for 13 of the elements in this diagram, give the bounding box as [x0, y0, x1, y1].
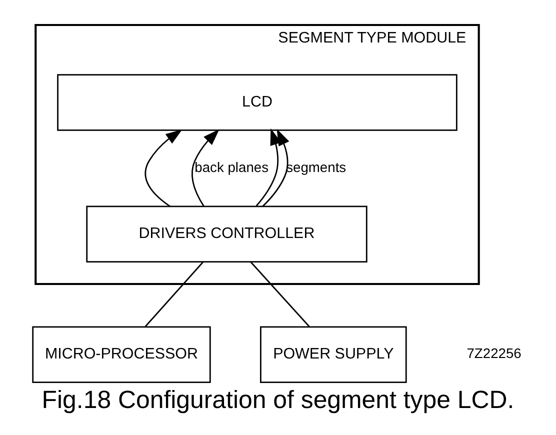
node-box: MICRO-PROCESSOR [32, 326, 211, 384]
arrow [256, 128, 282, 206]
node-box: POWER SUPPLY [260, 326, 407, 384]
caption: Fig.18 Configuration of segment type LCD. [42, 386, 514, 414]
arrow [144, 129, 182, 207]
arrow [192, 129, 220, 206]
edge-label: back planes [194, 158, 269, 175]
connector [250, 262, 310, 327]
arrow [262, 128, 290, 207]
node-box: LCD [57, 74, 458, 131]
connector [144, 262, 204, 327]
node-box: DRIVERS CONTROLLER [86, 206, 368, 263]
label: 7Z22256 [466, 345, 522, 362]
